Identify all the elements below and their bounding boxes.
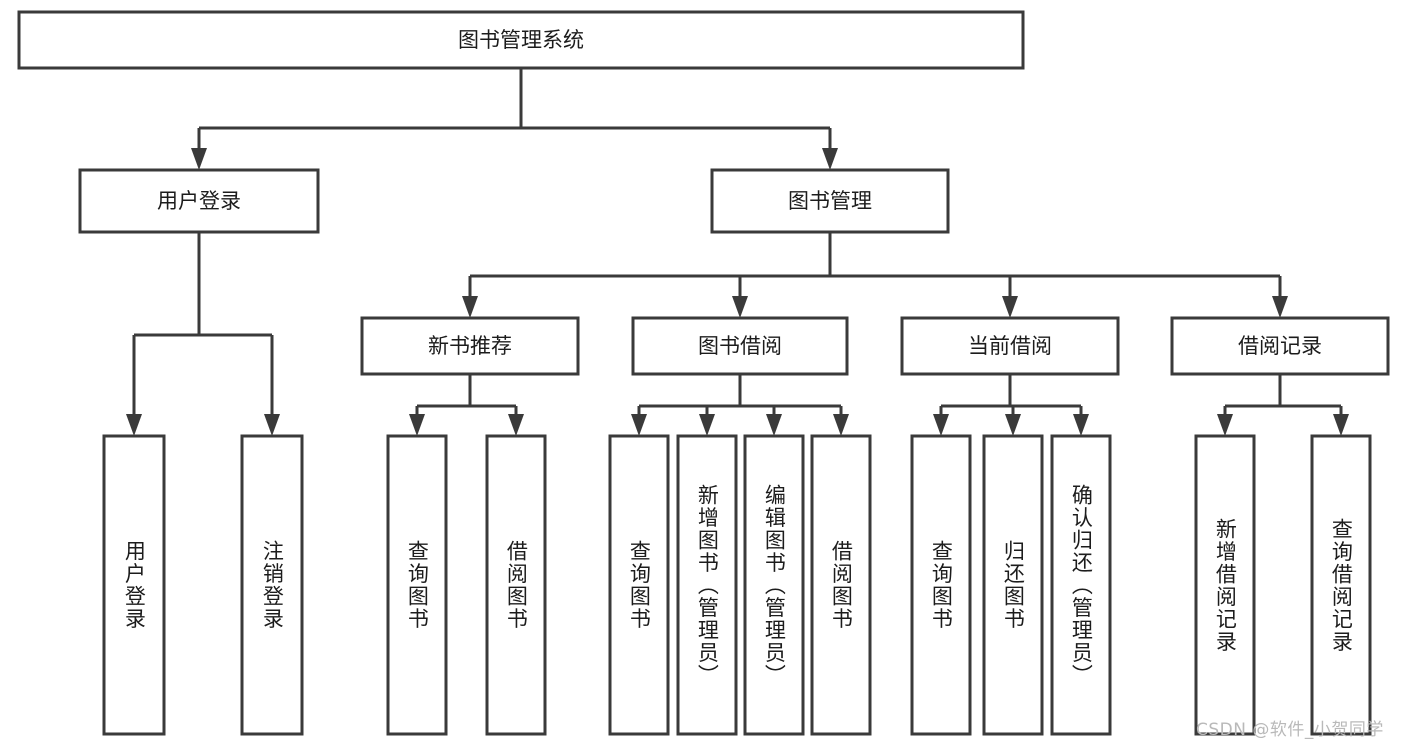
node-新书推荐-label: 新书推荐	[428, 334, 512, 358]
csdn-watermark: CSDN @软件_小贺同学	[1196, 720, 1384, 740]
node-查询图书-leaf[interactable]	[386, 434, 448, 736]
node-图书借阅-branch[interactable]	[631, 316, 849, 376]
branch-box-shape	[900, 316, 1120, 376]
connector-arrowhead	[1005, 414, 1021, 436]
connector-arrowhead	[1272, 296, 1288, 318]
leaf-box-shape	[1050, 434, 1112, 736]
leaf-box-shape	[810, 434, 872, 736]
leaf-box-shape	[240, 434, 304, 736]
node-确认归还管理员-leaf[interactable]	[1050, 434, 1112, 736]
branch-box-shape	[78, 168, 320, 234]
connector-arrowhead	[1002, 296, 1018, 318]
node-当前借阅-label: 当前借阅	[968, 334, 1052, 358]
leaf-box-shape	[102, 434, 166, 736]
node-借阅图书-leaf[interactable]	[810, 434, 872, 736]
node-借阅图书-leaf[interactable]	[485, 434, 547, 736]
branch-box-shape	[710, 168, 950, 234]
node-图书借阅-label: 图书借阅	[698, 334, 782, 358]
node-注销登录-leaf[interactable]	[240, 434, 304, 736]
leaf-box-shape	[485, 434, 547, 736]
node-查询图书-leaf[interactable]	[608, 434, 670, 736]
node-查询图书-leaf[interactable]	[910, 434, 972, 736]
root-box-shape	[17, 10, 1025, 70]
connector-arrowhead	[126, 414, 142, 436]
connector-arrowhead	[1073, 414, 1089, 436]
connector-arrowhead	[409, 414, 425, 436]
connector-arrowhead	[822, 148, 838, 170]
connector-arrowhead	[732, 296, 748, 318]
connector-arrowhead	[933, 414, 949, 436]
branch-box-shape	[1170, 316, 1390, 376]
connector-arrowhead	[699, 414, 715, 436]
leaf-box-shape	[608, 434, 670, 736]
node-新增图书管理员-leaf[interactable]	[676, 434, 738, 736]
node-用户登录-branch[interactable]	[78, 168, 320, 234]
leaf-box-shape	[676, 434, 738, 736]
leaf-box-shape	[743, 434, 805, 736]
node-图书管理系统-root[interactable]	[17, 10, 1025, 70]
node-借阅记录-branch[interactable]	[1170, 316, 1390, 376]
connector-arrowhead	[1217, 414, 1233, 436]
node-图书管理系统-label: 图书管理系统	[458, 28, 584, 52]
node-新书推荐-branch[interactable]	[360, 316, 580, 376]
connector-arrowhead	[462, 296, 478, 318]
leaf-box-shape	[910, 434, 972, 736]
node-用户登录-label: 用户登录	[157, 189, 241, 213]
node-借阅记录-label: 借阅记录	[1238, 334, 1322, 358]
connector-arrowhead	[1333, 414, 1349, 436]
branch-box-shape	[360, 316, 580, 376]
leaf-box-shape	[386, 434, 448, 736]
node-当前借阅-branch[interactable]	[900, 316, 1120, 376]
node-归还图书-leaf[interactable]	[982, 434, 1044, 736]
branch-box-shape	[631, 316, 849, 376]
connectors-layer	[126, 68, 1349, 436]
connector-arrowhead	[508, 414, 524, 436]
node-新增借阅记录-leaf[interactable]	[1194, 434, 1256, 736]
boxes-layer	[17, 10, 1390, 736]
leaf-box-shape	[1310, 434, 1372, 736]
leaf-box-shape	[982, 434, 1044, 736]
connector-arrowhead	[191, 148, 207, 170]
connector-arrowhead	[264, 414, 280, 436]
leaf-box-shape	[1194, 434, 1256, 736]
node-编辑图书管理员-leaf[interactable]	[743, 434, 805, 736]
node-图书管理-label: 图书管理	[788, 189, 872, 213]
connector-arrowhead	[766, 414, 782, 436]
connector-arrowhead	[631, 414, 647, 436]
node-查询借阅记录-leaf[interactable]	[1310, 434, 1372, 736]
node-用户登录-leaf[interactable]	[102, 434, 166, 736]
connector-arrowhead	[833, 414, 849, 436]
node-图书管理-branch[interactable]	[710, 168, 950, 234]
